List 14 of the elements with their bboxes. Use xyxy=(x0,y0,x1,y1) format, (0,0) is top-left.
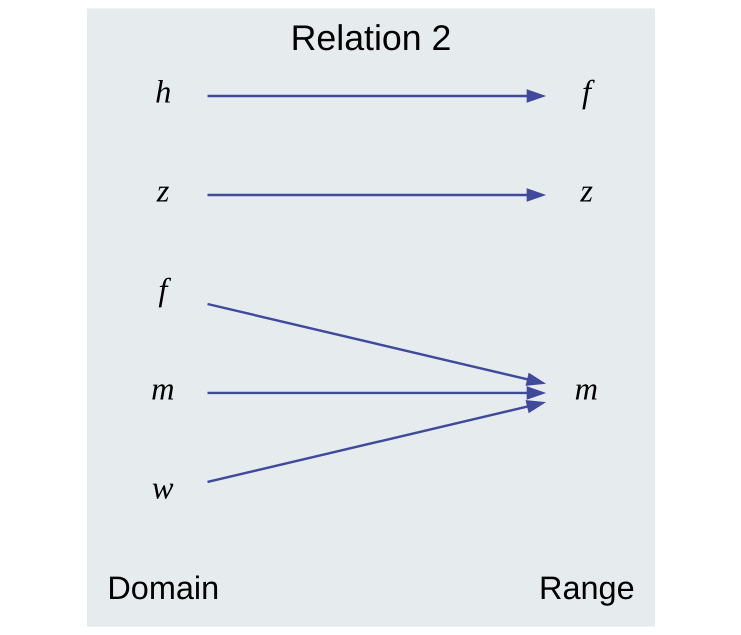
diagram-title: Relation 2 xyxy=(290,18,451,58)
node-text: h xyxy=(154,74,171,110)
arrow xyxy=(206,400,546,484)
node-text: z xyxy=(580,173,592,210)
arrow xyxy=(207,89,546,103)
label: Domain xyxy=(106,570,219,606)
node-text: m xyxy=(150,371,174,408)
node-text: m xyxy=(574,371,598,408)
arrow xyxy=(207,188,546,202)
label: Range xyxy=(538,570,634,606)
arrow xyxy=(207,386,546,400)
node-text: w xyxy=(151,470,174,506)
node-text: z xyxy=(156,173,169,210)
arrow xyxy=(206,302,546,386)
